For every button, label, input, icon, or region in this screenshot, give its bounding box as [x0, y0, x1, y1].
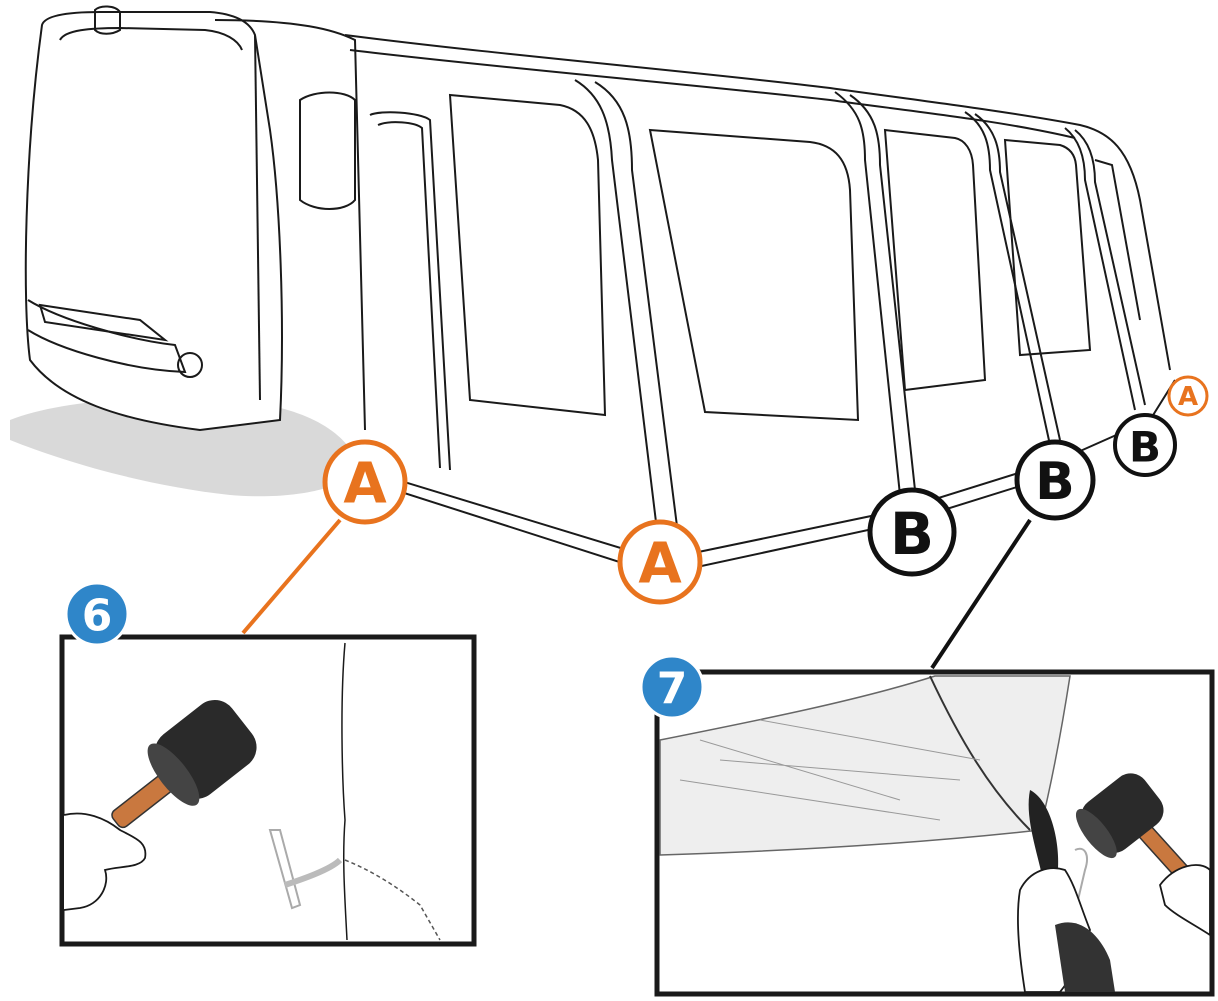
marker-a-front-corner: A — [617, 519, 703, 605]
mallet-icon — [111, 700, 257, 829]
step-6-panel: 6 — [59, 581, 477, 947]
inflatable-awning-illustration — [344, 34, 1176, 577]
hand-icon — [63, 812, 147, 911]
marker-b-label: B — [1129, 423, 1161, 472]
step-6-number: 6 — [82, 591, 113, 642]
leader-line-step-6 — [241, 518, 342, 635]
campervan-illustration — [24, 5, 366, 432]
step-7-number: 7 — [657, 664, 688, 715]
hand-icon — [1159, 864, 1211, 937]
marker-a-rear-corner: A — [1167, 375, 1209, 417]
leader-line-step-7 — [930, 518, 1032, 670]
marker-b-label: B — [890, 500, 934, 568]
marker-b-side-3: B — [1113, 413, 1177, 477]
marker-b-side-2: B — [1014, 439, 1096, 521]
marker-a-label: A — [1178, 382, 1198, 412]
marker-a-label: A — [343, 452, 387, 517]
marker-a-front-left: A — [322, 439, 408, 525]
mallet-icon — [1075, 773, 1191, 881]
marker-b-label: B — [1035, 452, 1075, 512]
marker-b-side-1: B — [867, 487, 957, 577]
step-7-panel: 7 — [639, 654, 1215, 997]
marker-a-label: A — [638, 532, 682, 597]
ground-shadow — [10, 398, 360, 497]
